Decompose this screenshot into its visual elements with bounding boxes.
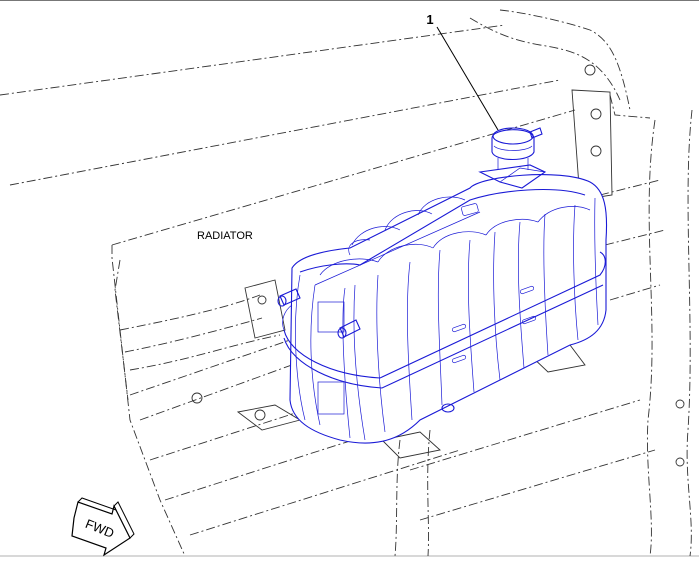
mounting-brackets <box>191 64 685 467</box>
tank-rib <box>594 197 599 326</box>
tank-rib <box>437 249 443 406</box>
phantom-rail <box>647 119 656 557</box>
level-window-upper <box>317 301 345 333</box>
rail-bolt <box>675 457 685 467</box>
phantom-edge <box>189 449 461 536</box>
tank-pillow <box>417 196 466 216</box>
slot-mark <box>451 354 467 364</box>
level-window-lower <box>317 381 345 415</box>
tank-neck <box>499 167 546 183</box>
phantom-hose <box>124 317 263 353</box>
left-bracket-plate <box>244 279 286 339</box>
hose-outlet-lower <box>339 319 361 338</box>
phantom-hook <box>499 9 631 111</box>
phantom-edge <box>149 404 321 461</box>
phantom-edge <box>599 179 661 196</box>
phantom-edge <box>9 79 561 186</box>
phantom-edge <box>609 284 661 301</box>
phantom-hose <box>119 294 261 331</box>
tank-top-ridge <box>314 211 481 286</box>
bracket-bolt <box>254 409 266 421</box>
phantom-edge <box>409 399 641 471</box>
phantom-edge <box>604 229 666 246</box>
tank-body <box>289 174 608 444</box>
hose-outlet-upper-end <box>277 295 287 307</box>
tank-top-ridge <box>299 189 586 273</box>
tank-drain <box>441 403 455 413</box>
lower-bracket-foot <box>381 431 441 459</box>
bracket-bolt <box>584 64 596 76</box>
tank-pillow <box>537 206 591 223</box>
tank-rib <box>467 239 475 393</box>
hose-outlet-lower-end <box>337 327 347 339</box>
phantom-edge <box>114 259 129 401</box>
phantom-rail <box>686 109 693 557</box>
slot-mark <box>521 315 537 325</box>
pressure-cap <box>491 129 535 161</box>
tank-rib <box>573 204 579 341</box>
lower-bracket-foot <box>236 404 302 431</box>
forward-arrow-depth <box>77 497 118 511</box>
rail-bolt <box>675 399 685 409</box>
phantom-hook <box>609 94 651 119</box>
hose-outlet-upper <box>279 288 301 306</box>
phantom-edge <box>111 109 576 246</box>
phantom-hose <box>129 334 281 371</box>
phantom-strut <box>427 429 431 557</box>
pressure-cap-grip <box>493 145 533 151</box>
tank-pillow <box>377 243 434 263</box>
pressure-cap-top <box>492 127 534 145</box>
tank-strap-band <box>283 284 604 389</box>
bracket-bolt <box>257 295 267 305</box>
tank-end-cap <box>310 284 321 426</box>
tank-pillow <box>384 210 433 231</box>
slot-mark <box>519 285 535 295</box>
tank-pillow <box>485 219 539 236</box>
tank-rib <box>493 231 501 381</box>
radiator-label: RADIATOR <box>197 230 253 242</box>
phantom-edge <box>0 24 506 96</box>
phantom-edge <box>139 361 301 421</box>
callout-leader-line <box>436 26 499 131</box>
tank-strap-band <box>283 251 606 379</box>
bracket-bolt <box>590 145 602 157</box>
radiator-phantom-lines <box>0 9 693 557</box>
tank-pillow <box>432 231 487 249</box>
forward-arrow-depth <box>113 501 135 539</box>
phantom-hook <box>469 17 621 101</box>
tank-strap-band <box>282 304 293 331</box>
tank-pillow <box>319 258 379 276</box>
bracket-bolt <box>191 392 203 404</box>
brand-mark <box>461 203 479 216</box>
tank-pillow <box>351 226 401 246</box>
phantom-edge <box>129 339 291 396</box>
tank-rib <box>376 274 386 433</box>
callout-number-1: 1 <box>426 12 433 27</box>
upper-bracket-plate <box>571 89 613 201</box>
phantom-edge <box>111 245 186 557</box>
phantom-strut <box>394 439 401 557</box>
tank-rib <box>517 221 525 369</box>
phantom-edge <box>419 449 656 521</box>
forward-arrow-icon: FWD <box>71 497 135 557</box>
slot-mark <box>451 323 467 333</box>
tank-end-cap <box>342 287 351 439</box>
tank-top-ridge <box>348 239 371 256</box>
tank-rib <box>353 284 366 441</box>
overflow-nipple <box>529 127 543 139</box>
tank-rib <box>543 213 549 356</box>
filler-neck <box>497 158 529 170</box>
tank-rib <box>407 261 413 421</box>
coolant-recovery-tank <box>277 127 608 444</box>
tank-neck <box>478 164 547 189</box>
bracket-bolt <box>590 108 602 120</box>
